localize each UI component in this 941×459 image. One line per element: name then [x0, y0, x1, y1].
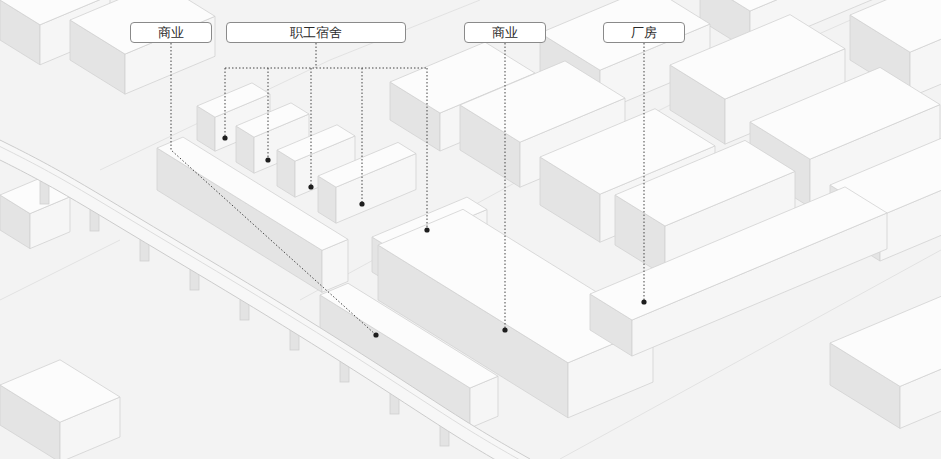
leader-line	[505, 43, 506, 330]
label-text: 厂房	[631, 26, 657, 39]
building-roof	[615, 140, 795, 226]
callout-label: 商业	[130, 22, 212, 43]
highway-barrier	[0, 145, 527, 459]
leader-line	[268, 68, 269, 160]
building-roof	[320, 283, 498, 388]
leader-dot	[641, 299, 646, 304]
building-roof	[750, 67, 940, 159]
leader-line	[427, 68, 428, 230]
leader-dot	[265, 157, 270, 162]
building-block	[830, 288, 941, 428]
building-roof	[70, 0, 215, 54]
leader-line	[311, 68, 312, 187]
building-roof	[590, 187, 887, 320]
leader-line	[644, 43, 645, 302]
leader-dot	[359, 201, 364, 206]
building-roof	[197, 83, 270, 117]
building-roof	[700, 0, 890, 11]
callout-label: 商业	[464, 22, 546, 43]
leader-line	[225, 68, 427, 69]
building-roof	[670, 15, 845, 100]
building-front	[125, 16, 215, 94]
building-roof	[460, 61, 625, 142]
leader-dot	[424, 227, 429, 232]
leader-line	[316, 43, 317, 68]
building-block	[70, 0, 215, 94]
leader-line	[171, 43, 376, 335]
leader-line	[362, 68, 363, 204]
label-text: 商业	[158, 26, 184, 39]
label-text: 商业	[492, 26, 518, 39]
building-roof	[277, 125, 355, 161]
callout-label: 厂房	[603, 22, 685, 43]
leader-dot	[222, 135, 227, 140]
callout-label: 职工宿舍	[226, 22, 406, 43]
leader-dot	[502, 327, 507, 332]
building-block	[0, 360, 120, 459]
label-text: 职工宿舍	[290, 26, 342, 39]
building-roof	[850, 0, 941, 52]
leader-dot	[373, 332, 378, 337]
building-roof	[318, 142, 416, 187]
leader-line	[225, 68, 226, 138]
plot-line	[0, 240, 120, 300]
building-block	[318, 142, 416, 223]
building-roof	[0, 360, 120, 422]
elevated-highway	[0, 140, 530, 459]
building-roof	[236, 103, 309, 137]
leader-dot	[308, 184, 313, 189]
building-roof	[830, 288, 941, 386]
building-block	[590, 187, 887, 356]
